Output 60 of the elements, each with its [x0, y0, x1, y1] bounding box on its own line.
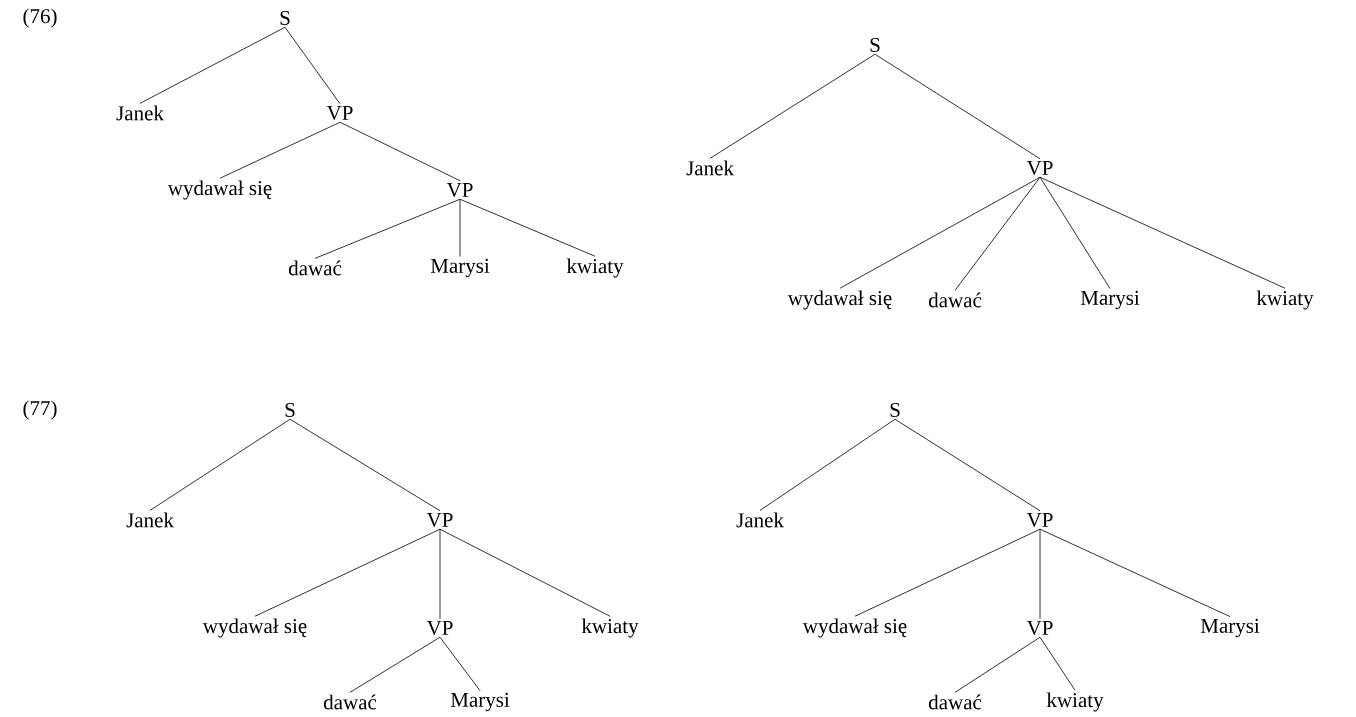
tree-node-label: dawać	[928, 292, 982, 308]
tree-branch	[709, 53, 876, 159]
tree-node-label: Marysi	[450, 692, 510, 712]
tree-branch	[1039, 176, 1286, 289]
tree-branch	[439, 636, 481, 691]
tree-node-label: wydawał się	[787, 290, 892, 310]
tree-node-label: S	[870, 37, 880, 53]
tree-node-label: Marysi	[1200, 618, 1260, 638]
tree-branch	[894, 418, 1041, 512]
tree-branch	[459, 198, 461, 257]
tree-node-label: wydawał się	[802, 618, 907, 638]
tree-branch	[459, 198, 596, 257]
tree-branch	[254, 528, 441, 617]
tree-node-label: Janek	[736, 512, 784, 528]
tree-branch	[854, 528, 1041, 617]
tree-node-label: wydawał się	[202, 618, 307, 638]
tree-node-label: VP	[426, 512, 453, 528]
tree-branch	[439, 528, 611, 617]
tree-node-label: kwiaty	[566, 258, 624, 278]
tree-branch	[1039, 528, 1231, 617]
tree-node-label: kwiaty	[1256, 290, 1314, 310]
tree-branch	[339, 121, 461, 182]
tree-branch	[284, 26, 341, 105]
tree-node-label: wydawał się	[167, 180, 272, 200]
tree-node-label: VP	[1026, 512, 1053, 528]
example-number: (77)	[23, 400, 57, 420]
tree-branch	[149, 418, 291, 511]
tree-branch	[289, 418, 441, 512]
tree-branch	[219, 121, 341, 179]
tree-node-label: VP	[426, 620, 453, 636]
tree-node-label: dawać	[323, 694, 377, 710]
tree-node-label: Marysi	[1080, 290, 1140, 310]
tree-node-label: VP	[1026, 620, 1053, 636]
tree-branch	[139, 26, 286, 104]
tree-branch	[1039, 528, 1041, 620]
tree-node-label: dawać	[288, 260, 342, 276]
tree-node-label: VP	[1026, 160, 1053, 175]
tree-branch	[349, 636, 441, 693]
example-number: (76)	[23, 8, 57, 28]
tree-node-label: Janek	[126, 512, 174, 528]
tree-node-label: VP	[446, 182, 473, 197]
tree-branch	[839, 176, 1041, 289]
tree-branch	[1039, 176, 1111, 289]
tree-branch	[314, 198, 461, 259]
tree-node-label: S	[890, 402, 900, 418]
tree-branch	[759, 418, 896, 511]
tree-node-label: dawać	[928, 694, 982, 710]
tree-branch	[954, 176, 1041, 291]
tree-branch	[439, 528, 441, 620]
tree-node-label: Janek	[116, 105, 164, 121]
tree-node-label: Janek	[686, 160, 734, 176]
tree-branch	[1039, 636, 1076, 691]
tree-node-label: VP	[326, 105, 353, 120]
tree-node-label: kwiaty	[581, 618, 639, 638]
tree-branch	[874, 53, 1041, 160]
tree-branch	[954, 636, 1041, 693]
tree-node-label: kwiaty	[1046, 692, 1104, 712]
tree-node-label: S	[285, 402, 295, 418]
tree-node-label: S	[280, 10, 290, 26]
tree-node-label: Marysi	[430, 258, 490, 278]
